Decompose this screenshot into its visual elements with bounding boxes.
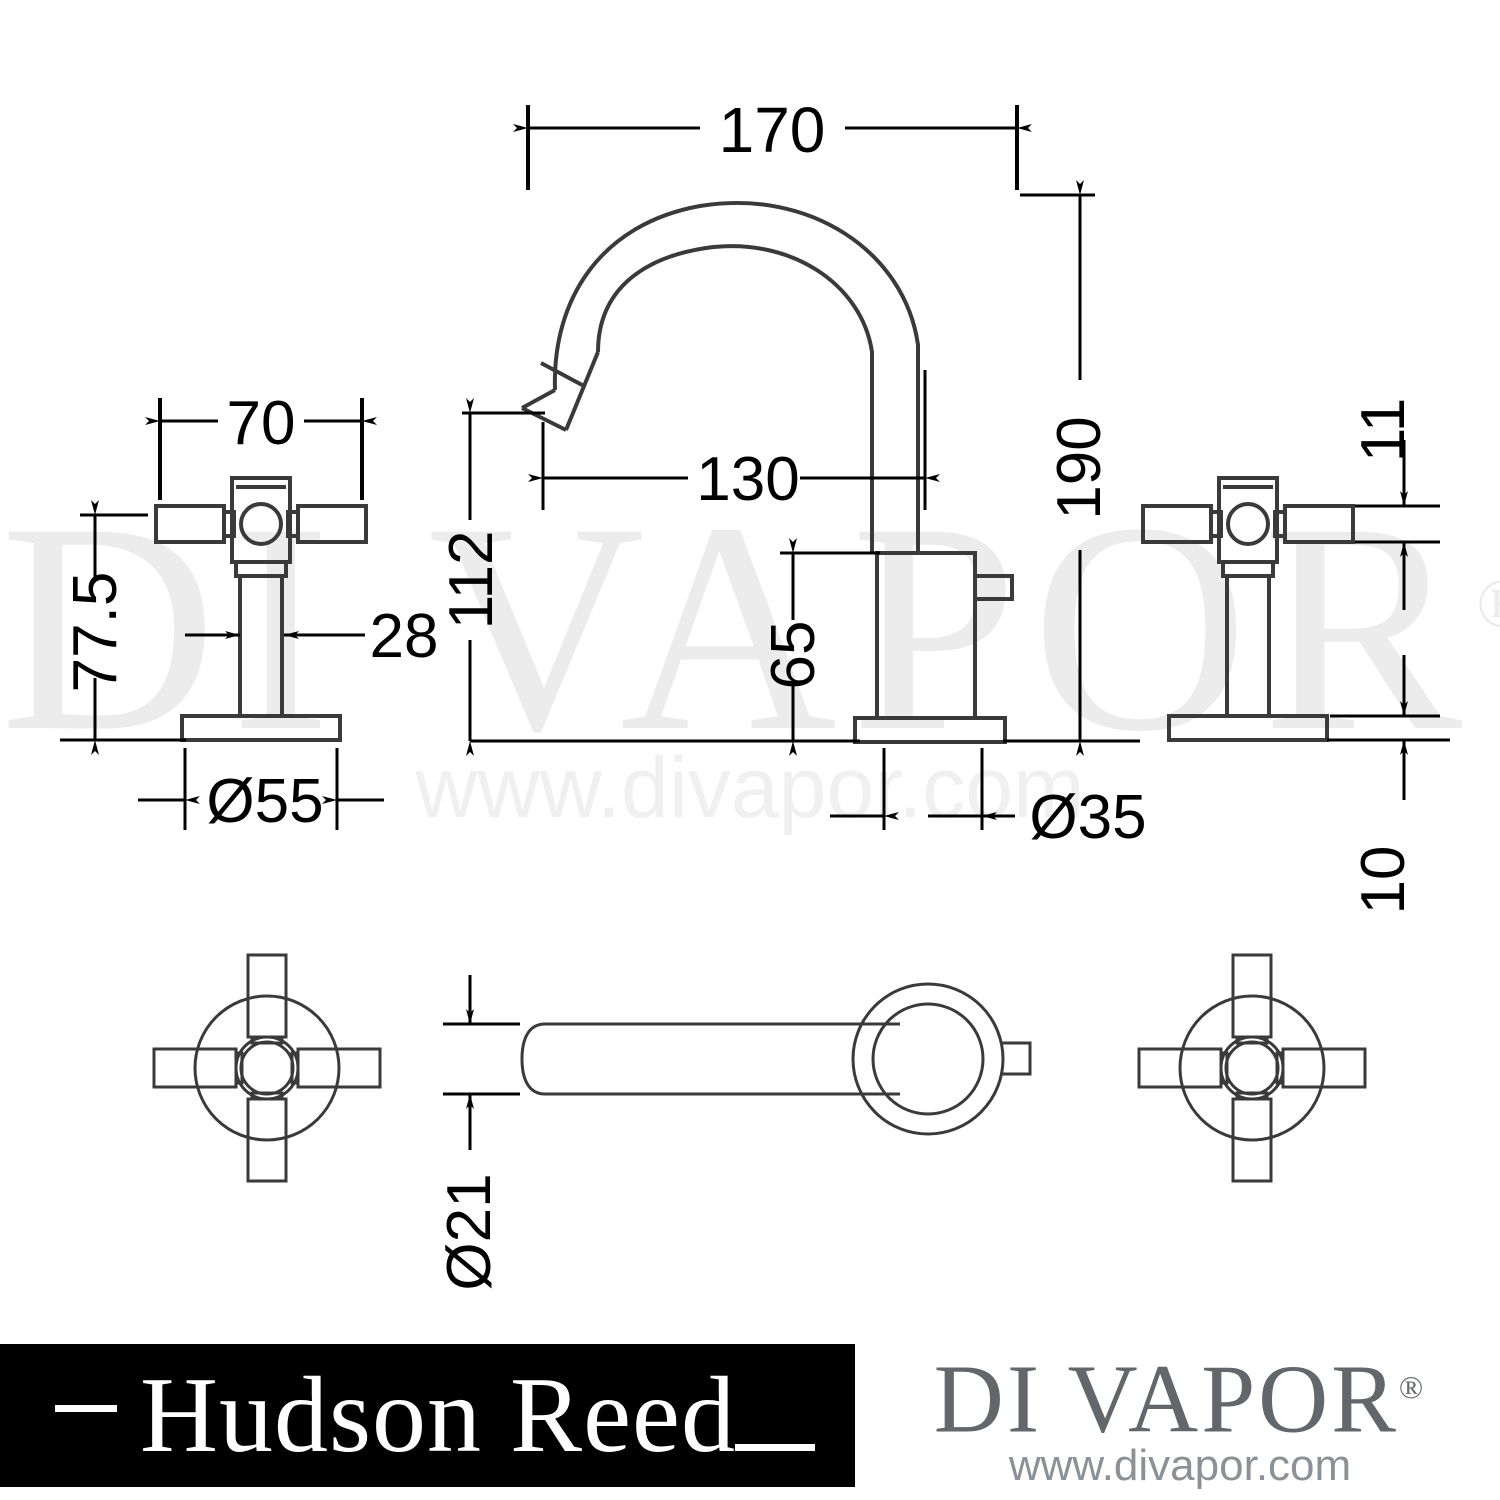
dim-190-label: 190 (1045, 416, 1114, 519)
handle-left-plan (152, 953, 382, 1183)
dim-10: 10 (1330, 655, 1440, 914)
dim-dia35: Ø35 (830, 748, 1147, 852)
spout-plan (520, 982, 1032, 1136)
handle-right-elevation (1141, 476, 1355, 742)
dim-70: 70 (145, 389, 377, 500)
spout-elevation (521, 200, 1014, 744)
dim-112-label: 112 (437, 531, 506, 630)
dim-dia21-label: Ø21 (435, 1173, 504, 1290)
dim-65: 65 (759, 538, 880, 756)
dim-28-label: 28 (370, 602, 439, 671)
dim-dia55: Ø55 (138, 748, 384, 836)
dim-28: 28 (185, 602, 438, 671)
dim-170: 170 (513, 94, 1032, 190)
dim-11: 11 (1349, 398, 1440, 610)
dim-77-5-label: 77.5 (61, 572, 130, 693)
handle-left-elevation (154, 476, 368, 742)
dim-10-label: 10 (1349, 846, 1418, 915)
registered-mark: ® (1398, 1369, 1427, 1405)
dim-dia55-label: Ø55 (206, 767, 323, 836)
hudson-h-crossbar-accent (55, 1405, 117, 1412)
retailer-name: DI VAPOR (933, 1345, 1399, 1453)
manufacturer-logo-bar (0, 1344, 855, 1487)
dim-dia35-label: Ø35 (1029, 783, 1146, 852)
dim-70-label: 70 (227, 389, 296, 458)
dim-11-label: 11 (1349, 398, 1418, 462)
manufacturer-logo-text: Hudson Reed (140, 1356, 736, 1475)
dim-170-label: 170 (719, 94, 826, 166)
dim-130: 130 (528, 370, 940, 514)
dim-190: 190 (1020, 180, 1114, 756)
dim-77-5: 77.5 (61, 500, 148, 755)
dim-dia21: Ø21 (435, 975, 520, 1291)
hudson-d-foot-accent (735, 1444, 815, 1451)
handle-right-plan (1137, 953, 1367, 1183)
dim-65-label: 65 (759, 621, 828, 690)
dim-112: 112 (437, 398, 545, 756)
retailer-logo-text: DI VAPOR® (860, 1335, 1500, 1451)
retailer-url: www.divapor.com (1008, 1441, 1352, 1490)
dim-130-label: 130 (696, 445, 799, 514)
